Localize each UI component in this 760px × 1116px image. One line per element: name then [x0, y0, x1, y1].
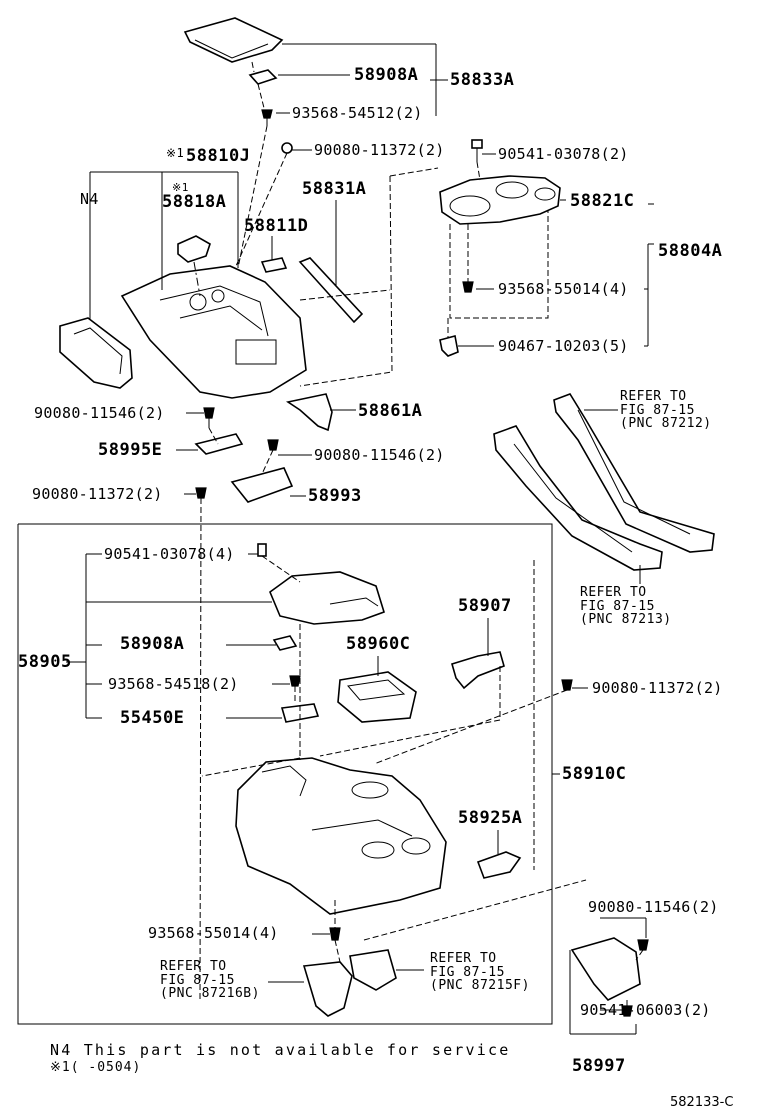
part-bracket-58861a: [285, 393, 333, 432]
part-lower-console-58910c: [235, 757, 447, 915]
part-duct-87213: [493, 425, 663, 571]
label-58831a: 58831A: [302, 179, 367, 199]
part-plate-58908a-top: [248, 69, 278, 85]
assembly-lines: [193, 61, 644, 1006]
label-90080-11546-left: 90080-11546(2): [34, 404, 165, 422]
ref-87215f: REFER TO FIG 87-15 (PNC 87215F): [430, 951, 530, 994]
part-bolt-90541-03078-top: [471, 139, 483, 149]
label-93568-54518: 93568-54518(2): [108, 675, 239, 693]
part-console-lid-tray: [183, 17, 284, 63]
label-90541-03078-lid: 90541-03078(4): [104, 545, 235, 563]
ref-87212: REFER TO FIG 87-15 (PNC 87212): [620, 389, 712, 432]
part-screw-93568-54518: [289, 675, 301, 687]
part-screw-93568-54512: [261, 109, 273, 119]
label-58997: 58997: [572, 1056, 626, 1076]
part-bracket-58993: [230, 467, 294, 503]
part-duct-87215f: [349, 949, 397, 991]
label-58960c: 58960C: [346, 634, 411, 654]
part-lid-58905: [269, 571, 385, 625]
part-cup-holder-58821c: [439, 175, 561, 225]
part-bolt-90080-11546-mid: [267, 439, 279, 451]
label-90467-10203: 90467-10203(5): [498, 337, 629, 355]
part-shapes: [59, 17, 715, 1017]
label-90080-11372-right: 90080-11372(2): [592, 679, 723, 697]
label-mark1-a: ※1: [166, 146, 185, 160]
note-mark1: ※1( -0504): [50, 1060, 142, 1075]
leader-lines: [17, 43, 654, 1035]
part-bolt-90080-11546-left: [203, 407, 215, 419]
ref-87213: REFER TO FIG 87-15 (PNC 87213): [580, 585, 672, 628]
part-side-cover-n4: [59, 317, 133, 389]
label-90080-11546-right: 90080-11546(2): [588, 898, 719, 916]
figure-code: 582133-C: [670, 1095, 734, 1110]
label-58810j: 58810J: [186, 146, 251, 166]
part-insert-55450e: [280, 703, 320, 723]
note-n4: N4 This part is not available for servic…: [50, 1041, 511, 1059]
part-upper-console-58810j: [120, 265, 307, 399]
part-plate-58908a-mid: [272, 635, 298, 651]
label-55450e: 55450E: [120, 708, 185, 728]
part-screw-93568-55014-upper: [462, 281, 474, 293]
part-duct-87216b: [302, 961, 353, 1017]
part-bolt-90541-03078-lid: [257, 543, 267, 557]
label-58993: 58993: [308, 486, 362, 506]
label-90541-06003: 90541-06003(2): [580, 1001, 711, 1019]
label-58804a: 58804A: [658, 241, 723, 261]
label-58811d: 58811D: [244, 216, 309, 236]
part-trim-58831a: [298, 257, 364, 324]
label-58925a: 58925A: [458, 808, 523, 828]
part-screw-93568-55014-lower: [329, 927, 341, 941]
label-90080-11372-top: 90080-11372(2): [314, 141, 445, 159]
label-58833a: 58833A: [450, 70, 515, 90]
label-90080-11546-mid: 90080-11546(2): [314, 446, 445, 464]
label-90541-03078-top: 90541-03078(2): [498, 145, 629, 163]
label-58821c: 58821C: [570, 191, 635, 211]
part-bolt-90080-11372-right: [561, 679, 573, 691]
part-bolt-90080-11372-top: [281, 142, 293, 154]
part-duct-87212: [553, 393, 715, 553]
label-58995e: 58995E: [98, 440, 163, 460]
label-58861a: 58861A: [358, 401, 423, 421]
label-93568-55014-upper: 93568-55014(4): [498, 280, 629, 298]
label-58907: 58907: [458, 596, 512, 616]
ref-87216b: REFER TO FIG 87-15 (PNC 87216B): [160, 959, 260, 1002]
label-58908a-top: 58908A: [354, 65, 419, 85]
part-switch-58818a: [177, 235, 211, 263]
label-58905: 58905: [18, 652, 72, 672]
part-bracket-58995e: [194, 433, 244, 455]
part-cover-58925a: [476, 851, 522, 879]
label-n4: N4: [80, 190, 99, 208]
part-bracket-58997: [570, 937, 641, 1001]
label-mark1-b: ※1: [172, 181, 189, 194]
part-58811d: [260, 257, 288, 273]
label-90080-11372-left: 90080-11372(2): [32, 485, 163, 503]
part-bracket-58907: [451, 651, 505, 690]
part-bolt-90541-06003: [621, 1005, 633, 1017]
part-tray-58960c: [337, 671, 417, 723]
part-bolt-90080-11372-left: [195, 487, 207, 499]
label-58910c: 58910C: [562, 764, 627, 784]
label-93568-54512: 93568-54512(2): [292, 104, 423, 122]
part-clip-90467-10203: [439, 335, 459, 357]
label-93568-55014-lower: 93568-55014(4): [148, 924, 279, 942]
label-58908a-mid: 58908A: [120, 634, 185, 654]
part-bolt-90080-11546-right: [637, 939, 649, 951]
label-58818a: 58818A: [162, 192, 227, 212]
